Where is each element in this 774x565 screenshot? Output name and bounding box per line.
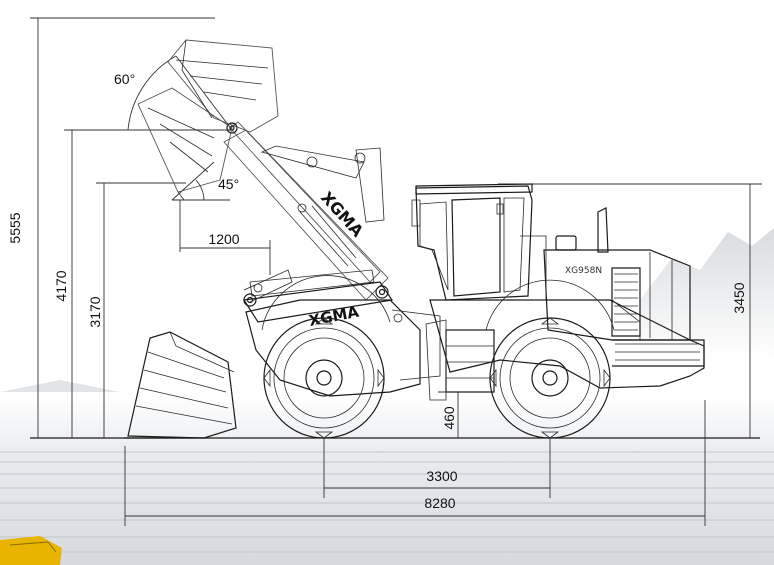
dump-clearance-label: 3170: [87, 296, 103, 327]
yellow-machine-edge: [9, 541, 57, 553]
floor-background: [0, 395, 774, 565]
max-height-label: 5555: [7, 212, 23, 243]
raised-boom: XGMA: [223, 121, 389, 301]
dump-reach-label: 1200: [208, 231, 239, 247]
front-wheel: [263, 317, 385, 439]
step-ladder: [425, 319, 495, 401]
dimension-ground-clearance: 460: [438, 391, 464, 438]
yellow-machine-corner: [0, 536, 62, 565]
brand-logo-upper-boom: XGMA: [317, 188, 368, 241]
dimension-machine-height: 3450: [498, 183, 762, 438]
dimension-dump-reach: 1200: [179, 200, 271, 275]
model-badge: XG958N: [565, 266, 602, 276]
dump-angle-label: 45°: [218, 176, 239, 192]
bucket-pin-height-label: 4170: [53, 270, 69, 301]
raised-bucket-rolled-back: [167, 39, 279, 133]
mountain-background: [640, 228, 774, 360]
rollback-angle-label: 60°: [114, 71, 135, 87]
fenders: [261, 275, 615, 331]
ground-clearance-label: 460: [441, 406, 457, 430]
lowered-boom: XGMA: [242, 269, 394, 330]
dimension-bucket-pin-height: 4170: [53, 129, 232, 438]
dimension-overall-length: 8280: [124, 400, 706, 526]
overall-length-label: 8280: [424, 495, 455, 511]
dimension-wheelbase: 3300: [323, 438, 551, 498]
raised-bucket-dumped: [137, 87, 233, 201]
engine-hood: XG958N: [520, 235, 691, 341]
lowered-bucket: [124, 331, 237, 439]
machine-height-label: 3450: [731, 282, 747, 313]
dimension-dump-clearance: 3170: [87, 182, 186, 438]
floor-streaks: [0, 451, 774, 553]
wheelbase-label: 3300: [426, 468, 457, 484]
dimension-max-height: 5555: [7, 17, 215, 438]
hill-background: [0, 380, 120, 392]
front-frame: [245, 299, 441, 397]
exhaust-pipe: [597, 207, 609, 253]
angle-annotations: 60° 45°: [114, 55, 239, 201]
operator-cab: [411, 183, 533, 301]
rear-wheel: [489, 317, 611, 439]
air-cleaner: [555, 235, 577, 251]
